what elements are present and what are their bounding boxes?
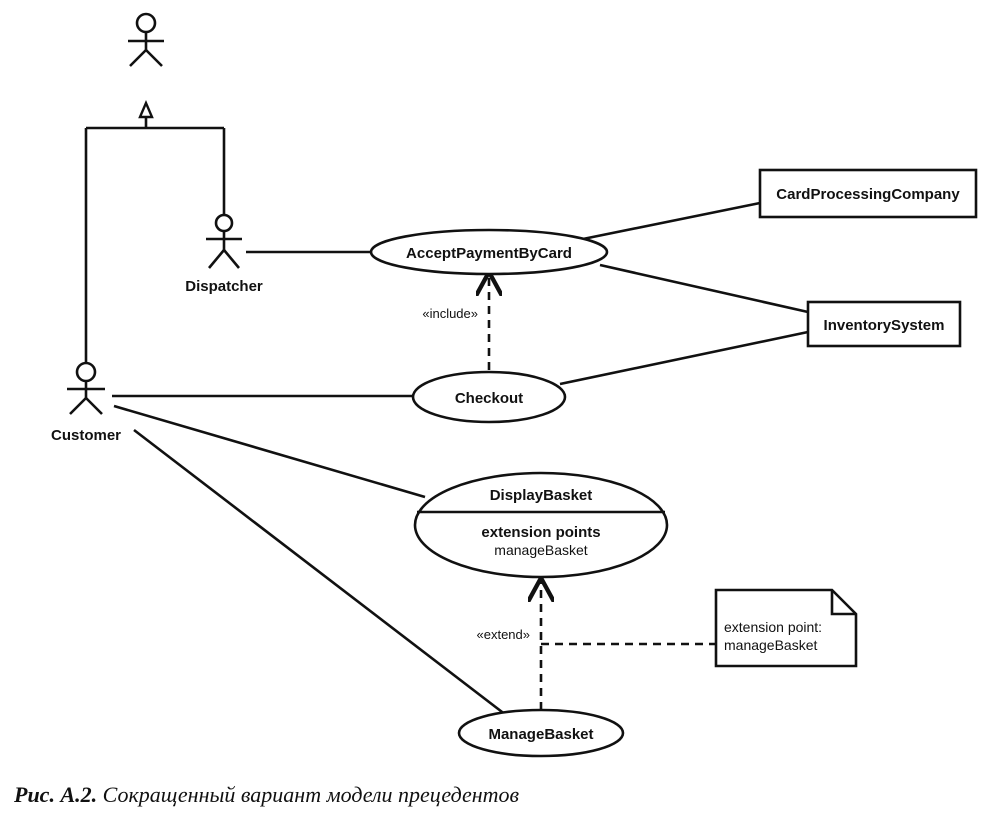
system-card-processing[interactable]: CardProcessingCompany [758,168,978,219]
extend-stereotype: «extend» [477,627,531,642]
use-case-diagram: Dispatcher Customer «include» «extend» A… [51,12,978,758]
caption-text: Сокращенный вариант модели прецедентов [102,782,520,807]
use-case-accept-payment[interactable]: AcceptPaymentByCard [369,228,609,276]
figure-caption: Рис. А.2. Сокращенный вариант модели пре… [14,782,519,808]
use-case-checkout[interactable]: Checkout [411,370,567,424]
use-case-manage-basket[interactable]: ManageBasket [457,708,625,758]
use-case-display-basket[interactable]: DisplayBasket extension points manageBas… [413,471,669,579]
caption-number: Рис. А.2. [14,782,98,807]
note-line-1: extension point: [724,619,822,635]
actor-customer-label: Customer [51,427,121,444]
actor-dispatcher[interactable] [206,213,242,269]
extension-points-title: extension points [481,524,600,541]
use-case-manage-basket-label: ManageBasket [488,726,593,743]
use-case-accept-payment-label: AcceptPaymentByCard [406,245,572,262]
system-inventory[interactable]: InventorySystem [806,300,962,348]
use-case-display-basket-label: DisplayBasket [490,487,593,504]
actor-dispatcher-label: Dispatcher [185,278,263,295]
generalization-triangle-icon [138,99,154,119]
actor-top[interactable] [128,12,164,67]
association-edges [112,201,809,717]
note-line-2: manageBasket [724,637,818,653]
include-stereotype: «include» [422,306,478,321]
actor-customer[interactable] [67,361,105,415]
generalization-edges [84,99,226,362]
extension-point-note[interactable]: extension point: manageBasket [714,588,858,668]
system-inventory-label: InventorySystem [824,317,945,334]
use-case-checkout-label: Checkout [455,390,523,407]
extension-point-name: manageBasket [494,542,588,558]
system-card-processing-label: CardProcessingCompany [776,186,960,203]
